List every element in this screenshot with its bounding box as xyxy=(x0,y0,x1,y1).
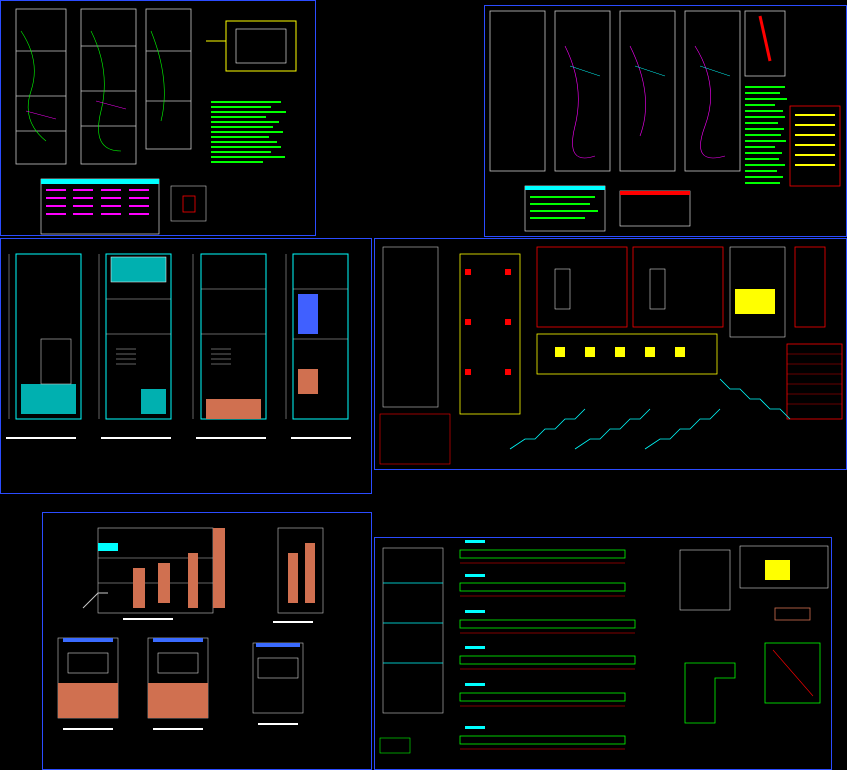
sheet-structural-details xyxy=(374,238,847,470)
sheet-electrical-plans-1 xyxy=(0,0,316,236)
sheet-architecture-plans xyxy=(0,238,372,494)
sheet-sections-elevations xyxy=(42,512,372,770)
drawing-sections-elevations xyxy=(57,527,324,730)
drawing-electrical-plans-2 xyxy=(489,10,841,232)
drawing-electrical-plans-1 xyxy=(15,8,297,235)
drawing-beam-details xyxy=(379,540,829,754)
sheet-beam-details xyxy=(374,537,832,770)
drawing-architecture-plans xyxy=(6,253,351,439)
drawing-structural-details xyxy=(379,246,843,465)
sheet-electrical-plans-2 xyxy=(484,5,847,237)
